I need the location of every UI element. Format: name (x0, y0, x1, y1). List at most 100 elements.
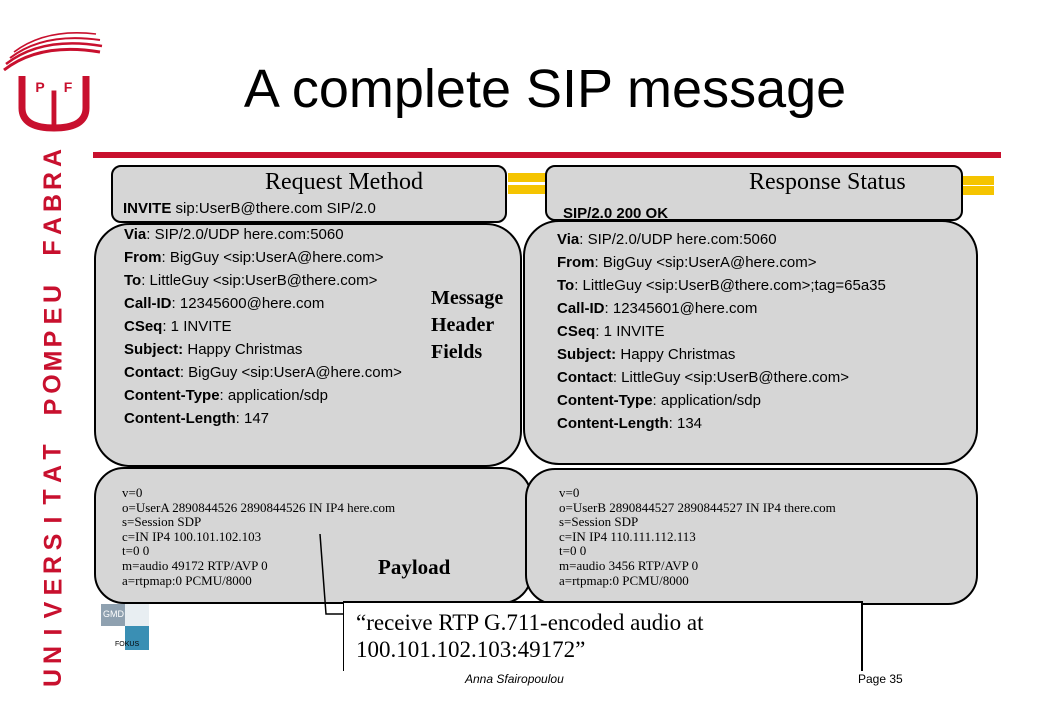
header-field-value: : 12345601@here.com (604, 300, 758, 317)
sdp-line: s=Session SDP (559, 514, 639, 530)
university-letter: N (39, 646, 67, 665)
header-field-name: To (124, 272, 142, 289)
footer-author: Anna Sfairopoulou (465, 672, 564, 686)
header-field-row: Content-Type: application/sdp (124, 384, 402, 407)
header-field-value: : BigGuy <sip:UserA@here.com> (594, 254, 817, 271)
university-letter: A (39, 465, 67, 484)
sdp-line: a=rtpmap:0 PCMU/8000 (559, 572, 689, 588)
header-field-name: Content-Length (124, 410, 236, 427)
university-letter: O (38, 374, 67, 394)
accent-bar (962, 176, 994, 185)
svg-text:GMD: GMD (103, 609, 124, 619)
sdp-line: t=0 0 (122, 543, 150, 559)
svg-text:|: | (49, 85, 60, 127)
university-letter: F (39, 240, 67, 257)
university-letter: S (39, 533, 67, 551)
header-field-value: : application/sdp (219, 387, 328, 404)
header-field-value: : SIP/2.0/UDP here.com:5060 (579, 231, 777, 248)
header-field-name: Subject: (124, 341, 184, 358)
university-letter: A (39, 148, 67, 168)
header-field-row: Content-Length: 147 (124, 407, 402, 430)
sdp-line: v=0 (559, 485, 580, 500)
annotation-connector (319, 533, 346, 615)
header-field-name: From (557, 254, 595, 271)
header-field-row: Call-ID: 12345601@here.com (557, 297, 886, 320)
header-field-name: Content-Type (557, 392, 653, 409)
university-letter (43, 267, 63, 274)
header-field-value: : 1 INVITE (162, 318, 232, 335)
university-letter: E (39, 307, 67, 325)
header-field-value: : LittleGuy <sip:UserB@there.com>;tag=65… (574, 277, 886, 294)
header-field-row: Content-Length: 134 (557, 412, 886, 435)
university-letter: P (39, 398, 67, 415)
header-field-name: Via (557, 231, 580, 248)
svg-text:F: F (64, 79, 73, 95)
message-header-fields-label: Message Header Fields (431, 287, 504, 363)
request-uri: sip:UserB@there.com SIP/2.0 (175, 200, 376, 217)
university-letter: B (39, 194, 67, 213)
header-field-name: To (557, 277, 575, 294)
header-field-name: From (124, 249, 162, 266)
header-field-row: From: BigGuy <sip:UserA@here.com> (124, 246, 402, 269)
header-field-row: Subject: Happy Christmas (557, 343, 886, 366)
svg-text:FOKUS: FOKUS (115, 641, 139, 648)
response-start-line: SIP/2.0 200 OK (563, 205, 669, 222)
header-field-value: : LittleGuy <sip:UserB@there.com> (141, 272, 378, 289)
sdp-line: m=audio 49172 RTP/AVP 0 (122, 557, 268, 573)
university-letter (43, 426, 63, 433)
response-status-box: Response Status SIP/2.0 200 OK (545, 165, 963, 222)
sdp-line: t=0 0 (559, 543, 587, 559)
header-field-value: Happy Christmas (183, 341, 303, 358)
university-letter: I (38, 628, 67, 636)
university-letter: U (39, 668, 67, 687)
sdp-line: c=IN IP4 100.101.102.103 (122, 528, 262, 544)
university-letter: A (39, 216, 67, 235)
university-letter: V (39, 601, 67, 619)
sdp-line: a=rtpmap:0 PCMU/8000 (122, 572, 252, 588)
header-field-value: : BigGuy <sip:UserA@here.com> (161, 249, 384, 266)
university-letter: M (38, 350, 67, 372)
header-field-row: To: LittleGuy <sip:UserB@there.com>;tag=… (557, 274, 886, 297)
header-field-row: Contact: BigGuy <sip:UserA@here.com> (124, 361, 402, 384)
university-letter: I (38, 516, 67, 523)
request-method-box: Request Method INVITE sip:UserB@there.co… (111, 165, 507, 223)
university-letter: P (39, 330, 67, 348)
university-letter: T (39, 444, 67, 460)
title-divider (93, 152, 1001, 158)
header-field-row: To: LittleGuy <sip:UserB@there.com> (124, 269, 402, 292)
university-letter: T (39, 489, 67, 505)
header-field-name: Subject: (557, 346, 617, 363)
header-field-row: Call-ID: 12345600@here.com (124, 292, 402, 315)
header-field-row: Via: SIP/2.0/UDP here.com:5060 (124, 223, 402, 246)
request-method-label: Request Method (265, 169, 423, 195)
header-field-row: From: BigGuy <sip:UserA@here.com> (557, 251, 886, 274)
sdp-line: o=UserA 2890844526 2890844526 IN IP4 her… (122, 499, 396, 515)
university-letter: E (39, 578, 67, 596)
university-letter: R (39, 555, 67, 574)
header-field-name: Contact (124, 364, 180, 381)
header-field-name: Contact (557, 369, 613, 386)
header-field-value: : 134 (668, 415, 703, 432)
header-field-value: : SIP/2.0/UDP here.com:5060 (146, 226, 344, 243)
accent-bar (508, 173, 548, 182)
header-field-name: Call-ID (557, 300, 605, 317)
header-field-row: Via: SIP/2.0/UDP here.com:5060 (557, 228, 886, 251)
university-logo-icon: | P F (3, 32, 103, 132)
payload-label: Payload (378, 555, 451, 579)
sdp-line: v=0 (122, 485, 143, 500)
response-status-label: Response Status (749, 169, 906, 195)
request-method: INVITE (123, 200, 172, 217)
sdp-line: m=audio 3456 RTP/AVP 0 (559, 557, 699, 573)
annotation-callout: “receive RTP G.711-encoded audio at 100.… (343, 601, 863, 671)
sdp-line: s=Session SDP (122, 514, 202, 530)
header-field-value: Happy Christmas (616, 346, 736, 363)
header-field-row: Contact: LittleGuy <sip:UserB@there.com> (557, 366, 886, 389)
